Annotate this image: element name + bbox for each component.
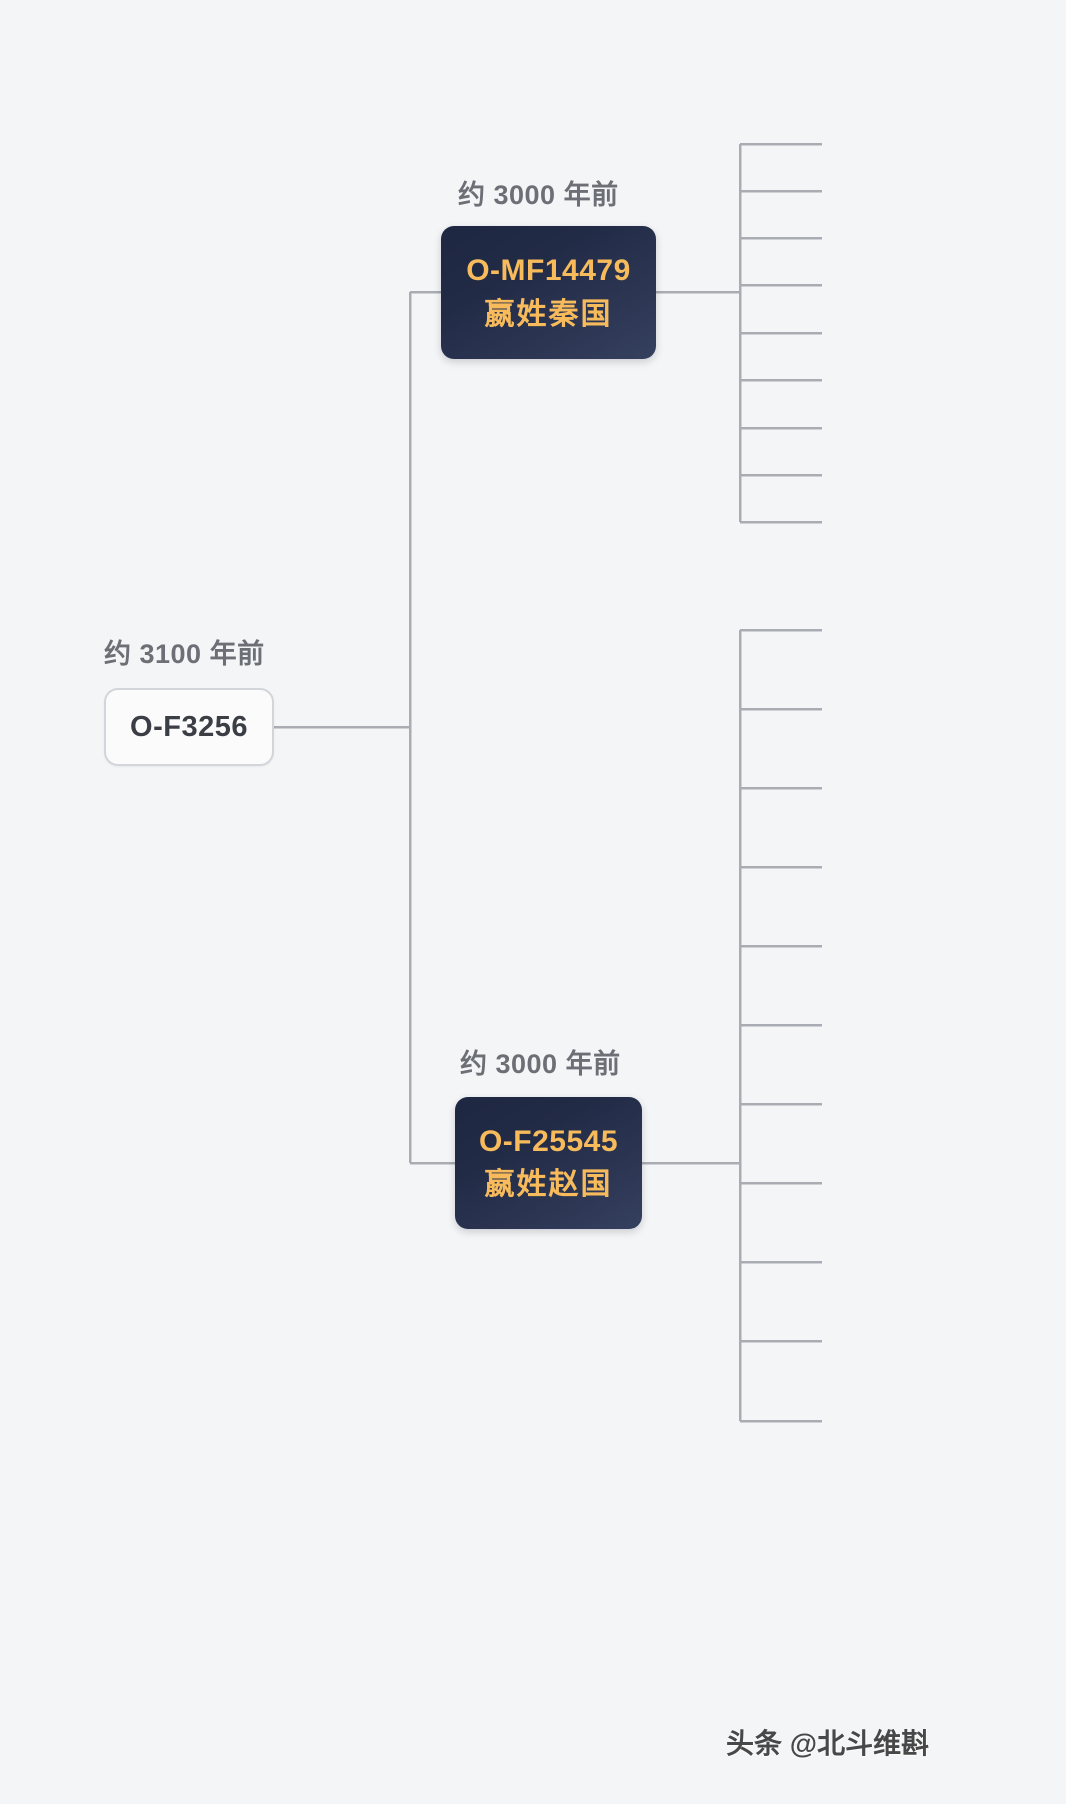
watermark-text: 头条 @北斗维斟: [726, 1728, 930, 1759]
qin-node-lineage: 嬴姓秦国: [484, 297, 613, 331]
node-o-f25545-zhao[interactable]: O-F25545 嬴姓赵国: [455, 1097, 642, 1229]
zhao-node-id: O-F25545: [478, 1124, 619, 1158]
node-o-mf14479-qin[interactable]: O-MF14479 嬴姓秦国: [441, 226, 656, 359]
root-era-label: 约 3100 年前: [104, 639, 265, 669]
root-node-id: O-F3256: [130, 710, 248, 743]
qin-node-id: O-MF14479: [466, 254, 631, 287]
zhao-era-label: 约 3000 年前: [460, 1049, 621, 1079]
qin-era-label: 约 3000 年前: [458, 180, 619, 210]
zhao-node-lineage: 嬴姓赵国: [484, 1168, 613, 1201]
node-root-o-f3256[interactable]: O-F3256: [104, 688, 274, 766]
